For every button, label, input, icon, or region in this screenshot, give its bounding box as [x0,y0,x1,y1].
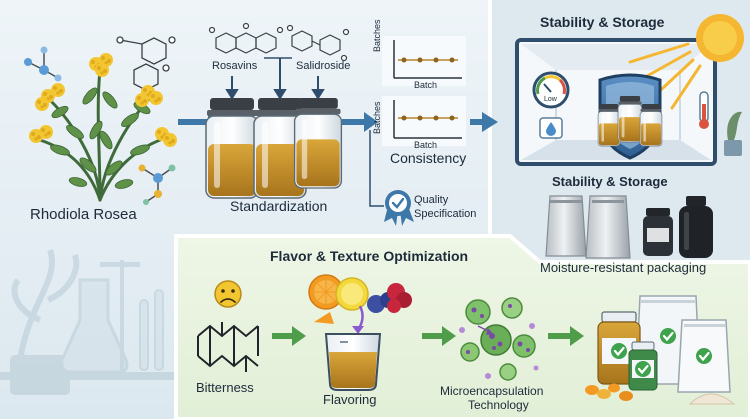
quality-connector [369,130,384,207]
salidroside-label: Salidroside [296,60,351,72]
microencapsulation-label: Microencapsulation [440,384,544,398]
humidity-gauge-icon [532,71,570,109]
chart2-x-axis-label: Batch [414,140,438,150]
molecule-icon-right [138,164,176,205]
foil-pouch-2 [585,195,631,259]
extract-jar-1 [205,97,259,199]
chart1-x-axis-label: Batch [414,80,438,90]
flavoring-beaker-icon [324,333,382,391]
lab-background [0,249,180,395]
chemical-structure-1 [116,36,176,91]
bitterness-label: Bitterness [196,380,254,395]
final-small-bottle [628,341,658,391]
rhodiola-plant-icon [29,53,177,202]
flavor-panel-title: Flavor & Texture Optimization [270,248,469,264]
foil-pouch-1 [545,195,587,257]
dark-bottle-2 [679,196,713,258]
technology-label: Technology [468,398,529,412]
protected-bottle-1 [597,103,621,147]
flavoring-label: Flavoring [323,392,377,407]
rosavins-label: Rosavins [212,60,258,72]
gummies-icon [585,383,633,401]
dark-bottle-1 [643,208,673,256]
compound-arrows [225,57,325,100]
plant-pot-icon [724,111,742,156]
molecule-icon-left [24,46,62,82]
extract-jar-3 [293,97,343,189]
chart2-y-axis-label: Batches [372,101,382,134]
final-pouch-small [677,319,731,393]
sad-face-icon [214,280,242,308]
water-drop-icon [539,117,563,139]
batch-chart-1 [382,36,466,86]
storage-title-top: Stability & Storage [540,14,665,30]
plant-label: Rhodiola Rosea [30,206,137,223]
specification-label: Specification [414,208,477,220]
batch-chart-2 [382,96,466,146]
protected-bottle-2 [617,95,643,143]
quality-badge-icon [384,190,414,226]
quality-label: Quality [414,194,449,206]
gauge-low-label: Low [544,96,557,103]
chart1-y-axis-label: Batches [372,19,382,52]
bitter-molecule-icon [197,322,259,372]
packaging-label: Moisture-resistant packaging [540,260,707,275]
powder-pile-icon [688,393,736,405]
storage-title-mid: Stability & Storage [552,174,668,189]
microcapsule-cluster-icon [459,297,539,381]
rosavins-structure-icon [208,22,284,54]
fruit-cluster-icon [308,274,412,324]
salidroside-structure-icon [286,24,350,62]
protected-bottle-3 [639,103,663,147]
standardization-label: Standardization [230,198,328,214]
consistency-label: Consistency [390,150,467,166]
thermometer-icon [699,91,709,129]
